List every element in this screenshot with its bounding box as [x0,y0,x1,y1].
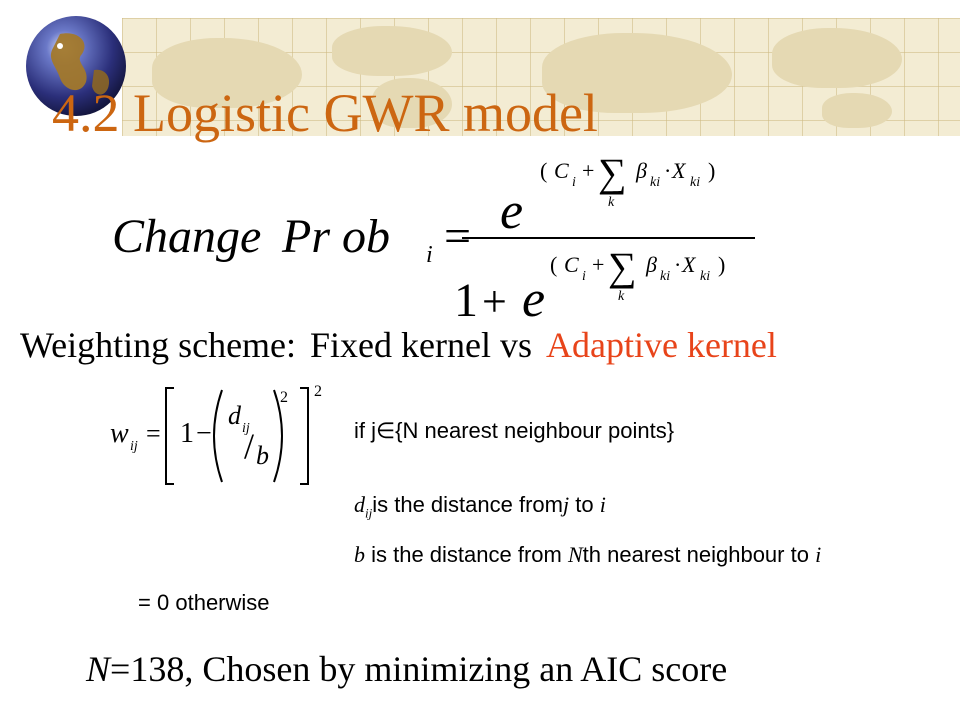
footer-rest: =138, Chosen by minimizing an AIC score [110,649,728,689]
footer-note: N=138, Chosen by minimizing an AIC score [86,649,728,690]
formula-lhs-change: Change [112,210,261,263]
num-exp-beta-sub: ki [650,175,660,190]
num-exp-open: ( [540,158,547,183]
otherwise-equals: = [138,590,151,615]
den-exp-X-sub: ki [700,269,710,284]
b-definition-text: is the distance from [365,542,568,567]
globe-icon [20,10,132,122]
weight-slash: / [244,426,254,466]
weight-b: b [256,441,269,470]
adaptive-kernel-text: Adaptive kernel [546,325,777,365]
b-symbol: b [354,542,365,567]
d-symbol: d [354,492,365,517]
slide-title: 4.2 Logistic GWR model [52,83,598,143]
den-exp-C: C [564,252,579,277]
den-exp-plus: + [592,252,604,277]
condition-set: {N nearest neighbour points} [395,418,675,443]
num-exp-dot: · [664,158,671,183]
den-exp-beta: β [645,252,657,277]
d-definition-i: i [599,492,606,517]
b-definition-N: N [567,542,583,567]
d-definition-text: is the distance from [372,492,563,517]
weighting-scheme-line: Weighting scheme: Fixed kernel vs Adaptive… [20,325,777,366]
b-definition: b is the distance from Nth nearest neigh… [354,544,821,566]
weight-outer-power: 2 [314,383,322,400]
formula-lhs-sub: i [426,242,433,268]
logistic-formula: Change Pr ob i = e ( C i + ∑ k β ki · X … [112,150,755,328]
num-exp-plus: + [582,158,594,183]
otherwise-text: otherwise [175,590,270,615]
numerator-base: e [500,183,523,240]
b-definition-i: i [815,542,822,567]
weighting-label: Weighting scheme: [20,325,297,365]
d-definition: dijis the distance fromj to i [354,492,606,521]
num-exp-X-sub: ki [690,175,700,190]
formula-equals: = [444,210,471,263]
weight-condition: if j∈{N nearest neighbour points} [354,420,674,442]
weight-equals: = [146,419,161,448]
denominator-plus: + [482,277,507,326]
num-exp-sum: ∑ [598,150,627,195]
weight-w: w [110,418,129,449]
fixed-kernel-text: Fixed kernel vs [310,325,532,365]
d-definition-to: to [569,492,600,517]
world-map-banner [122,18,960,136]
den-exp-sum-sub: k [618,289,625,304]
num-exp-C-sub: i [572,175,576,190]
weight-inner-power: 2 [280,389,288,406]
otherwise-zero: 0 [156,590,170,615]
den-exp-C-sub: i [582,269,586,284]
weight-w-sub: ij [130,439,138,454]
den-exp-X: X [681,252,697,277]
condition-in-symbol: ∈ [376,418,396,443]
den-exp-close: ) [718,252,725,277]
num-exp-sum-sub: k [608,195,615,210]
num-exp-X: X [671,158,687,183]
weight-minus: − [196,418,212,449]
den-exp-beta-sub: ki [660,269,670,284]
condition-prefix: if j [354,418,376,443]
weight-d-sub: ij [242,421,250,436]
footer-n: N [86,649,111,689]
den-exp-dot: · [674,252,681,277]
den-exp-sum: ∑ [608,244,637,289]
weight-d: d [228,401,242,430]
d-definition-j: j [562,492,570,517]
num-exp-close: ) [708,158,715,183]
denominator-base: e [522,271,545,328]
b-definition-rest: th nearest neighbour to [582,542,816,567]
num-exp-beta: β [635,158,647,183]
formula-lhs-prob: Pr ob [281,210,390,263]
weight-one: 1 [180,418,194,449]
den-exp-open: ( [550,252,557,277]
otherwise-line: = 0 otherwise [138,592,270,614]
num-exp-C: C [554,158,569,183]
d-symbol-sub: ij [365,505,373,521]
denominator-one: 1 [454,274,478,327]
weight-equation: w ij = 2 1 − d ij / b 2 [110,383,322,485]
